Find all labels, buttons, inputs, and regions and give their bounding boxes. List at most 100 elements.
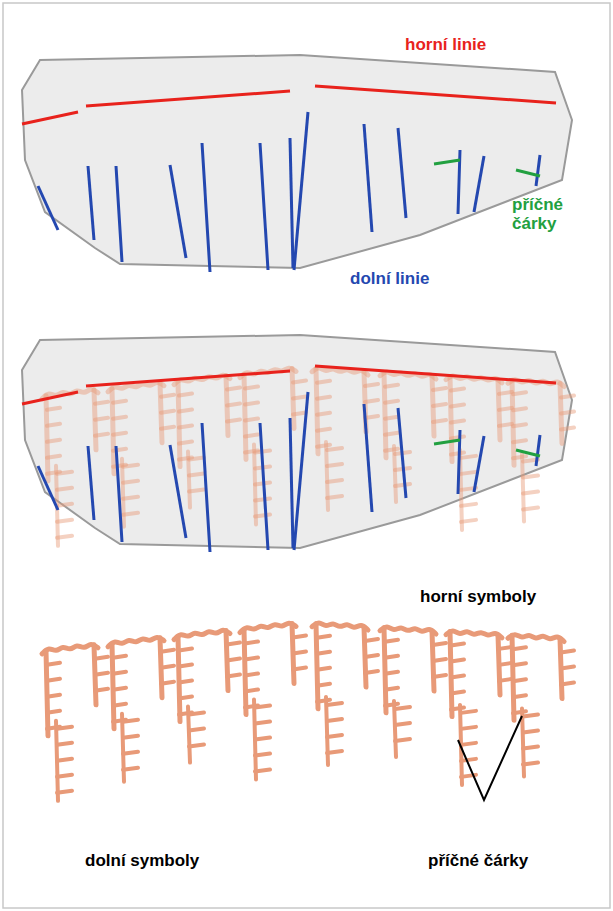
symbol-rung [561,667,574,669]
symbol-tick [189,474,204,476]
symbol-tick [57,472,72,474]
upper-line [315,86,556,103]
lower-line [364,404,372,512]
upper-line-label: horní linie [405,36,486,55]
symbol-rung [47,695,60,697]
symbol-rung [365,655,378,657]
lower-line [202,143,210,272]
symbol-rung [513,440,526,442]
symbol-tick [461,727,476,729]
symbol-tick [523,763,538,765]
symbol-tick [189,745,204,747]
symbol-rung [513,408,526,410]
symbol-rung [499,408,512,410]
cross-stroke [434,440,460,444]
symbol-rung [293,635,306,637]
symbol-tick [255,737,270,739]
symbol-tick [189,713,204,715]
lower-line [170,165,186,258]
cross-stroke [516,170,540,176]
symbol-rung [317,413,330,415]
symbol-rung [451,389,464,391]
symbol-rung [513,679,526,681]
symbol-rung [245,641,258,643]
symbol-tick [461,472,476,474]
symbol-rung [95,434,108,436]
symbol-tick [327,496,342,498]
symbol-rung [385,385,398,387]
symbol-tick [57,536,72,538]
upper-symbol [380,627,436,634]
symbol-rung [317,652,330,654]
symbol-tick [57,504,72,506]
lower-line [290,138,293,268]
frame [3,3,610,908]
symbol-rung [161,411,174,413]
symbol-tick [523,747,538,749]
symbol-tick [57,520,72,522]
lower-line [88,446,94,520]
symbol-rung [113,656,126,658]
symbol-tick [57,791,72,793]
symbol-rung [317,684,330,686]
symbol-tick [395,739,410,741]
symbol-rung [113,704,126,706]
symbol-rung [113,672,126,674]
symbol-tick [255,705,270,707]
symbol-rung [47,663,60,665]
lower-line [38,186,58,230]
symbol-rung [245,434,258,436]
symbol-rung [179,442,192,444]
symbol-rung [365,639,378,641]
symbol-tick [327,464,342,466]
symbol-tick [395,707,410,709]
symbol-rung [433,388,446,390]
symbol-rung [113,433,126,435]
symbol-rung [47,408,60,410]
symbol-tick [461,759,476,761]
lower-line [260,143,268,270]
lower-line [364,124,372,232]
symbol-rung [227,675,240,677]
lower-line-label: dolní linie [350,270,429,289]
symbol-rung [95,689,108,691]
symbol-rung [47,440,60,442]
cross-stroke [434,160,460,164]
symbol-tick [255,753,270,755]
symbol-rung [385,672,398,674]
symbol-rung [433,404,446,406]
symbol-rung [47,679,60,681]
upper-symbol [508,635,564,642]
symbol-rung [451,405,464,407]
symbol-rung [227,388,240,390]
symbol-tick [255,498,270,500]
lower-line [170,445,186,538]
symbol-tick [523,492,538,494]
symbol-tick [123,720,138,722]
cross-stroke [516,450,540,456]
upper-line [86,91,290,106]
leader-line [458,716,522,800]
symbol-rung [513,663,526,665]
symbol-rung [385,433,398,435]
symbol-tick [523,731,538,733]
symbol-rung [95,657,108,659]
symbol-rung [95,673,108,675]
symbol-rung [317,381,330,383]
symbol-rung [317,397,330,399]
symbol-rung [161,682,174,684]
symbol-tick [57,488,72,490]
symbol-tick [461,743,476,745]
symbol-rung [245,673,258,675]
symbol-rung [433,675,446,677]
cross-stroke-label: příčné čárky [512,196,582,233]
lower-line [38,466,58,510]
symbol-rung [227,404,240,406]
symbol-rung [317,668,330,670]
symbol-tick [189,490,204,492]
symbol-tick [57,727,72,729]
symbol-rung [385,688,398,690]
symbol-tick [123,736,138,738]
